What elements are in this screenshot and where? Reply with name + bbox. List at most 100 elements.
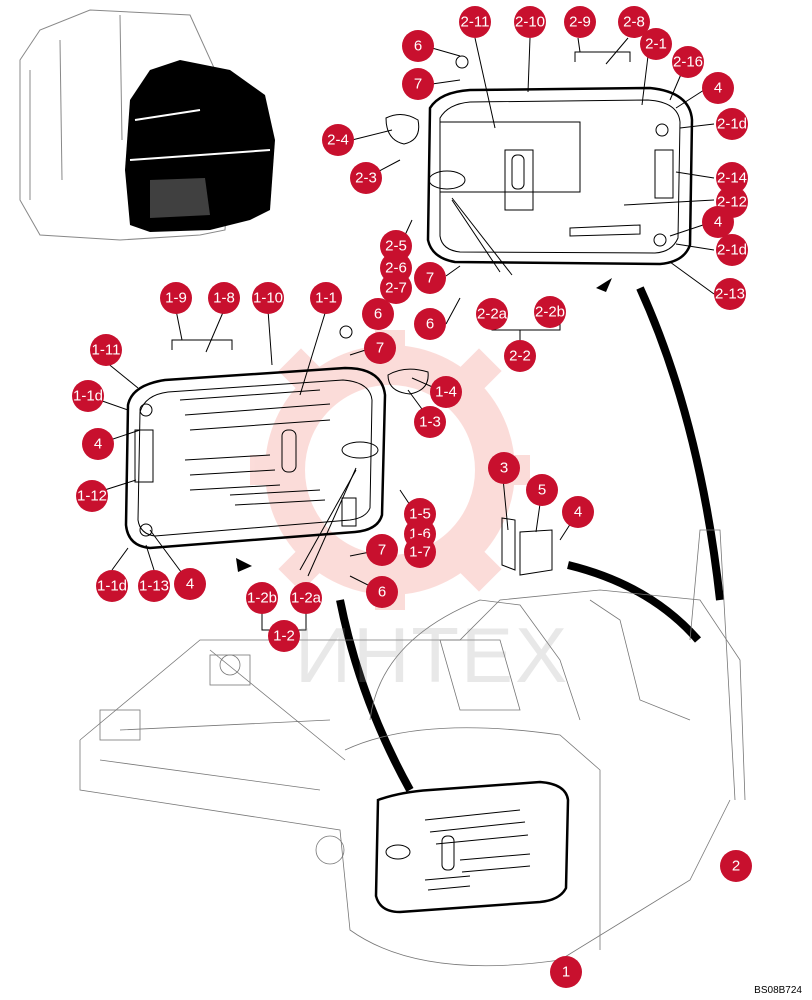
svg-text:1-10: 1-10 bbox=[253, 290, 283, 307]
svg-text:1-11: 1-11 bbox=[92, 342, 121, 359]
svg-text:1-1: 1-1 bbox=[315, 290, 337, 307]
callout-1-12: 1-12 bbox=[76, 480, 108, 512]
svg-text:2-6: 2-6 bbox=[385, 260, 407, 277]
callout-2-8: 2-8 bbox=[618, 6, 650, 38]
callout-2-14: 2-14 bbox=[716, 162, 748, 194]
svg-text:4: 4 bbox=[714, 80, 722, 97]
callout-1-7: 1-7 bbox=[404, 536, 436, 568]
svg-text:1-2a: 1-2a bbox=[291, 590, 322, 607]
svg-text:1-4: 1-4 bbox=[435, 384, 457, 401]
callout-4: 4 bbox=[174, 568, 206, 600]
svg-text:1-2b: 1-2b bbox=[247, 590, 277, 607]
callout-6: 6 bbox=[414, 308, 446, 340]
callout-1-9: 1-9 bbox=[160, 282, 192, 314]
callout-1-4: 1-4 bbox=[430, 376, 462, 408]
svg-text:2-1d: 2-1d bbox=[717, 242, 747, 259]
installed-panel-1 bbox=[374, 780, 570, 914]
svg-text:2-2: 2-2 bbox=[509, 348, 531, 365]
svg-text:7: 7 bbox=[414, 76, 422, 93]
callout-1: 1 bbox=[550, 956, 582, 988]
callout-2-4: 2-4 bbox=[322, 124, 354, 156]
svg-text:6: 6 bbox=[378, 584, 386, 601]
svg-text:2-11: 2-11 bbox=[461, 14, 490, 31]
callout-2-2b: 2-2b bbox=[534, 296, 566, 328]
svg-text:1-5: 1-5 bbox=[409, 506, 431, 523]
callout-2-16: 2-16 bbox=[672, 46, 704, 78]
callout-2-1d: 2-1d bbox=[716, 108, 748, 140]
svg-text:2-1d: 2-1d bbox=[717, 116, 747, 133]
svg-text:2-9: 2-9 bbox=[569, 14, 591, 31]
callout-6: 6 bbox=[366, 576, 398, 608]
svg-text:3: 3 bbox=[500, 460, 508, 477]
callout-2-1: 2-1 bbox=[640, 28, 672, 60]
callout-1-11: 1-11 bbox=[90, 334, 122, 366]
svg-text:2-4: 2-4 bbox=[327, 132, 349, 149]
panel-2-exploded bbox=[426, 86, 694, 266]
svg-text:1-12: 1-12 bbox=[77, 488, 107, 505]
callout-4: 4 bbox=[82, 428, 114, 460]
callout-1-1d: 1-1d bbox=[72, 380, 104, 412]
callout-2-2a: 2-2a bbox=[476, 298, 508, 330]
svg-text:2-14: 2-14 bbox=[717, 170, 747, 187]
svg-text:1: 1 bbox=[562, 964, 570, 981]
callout-2-10: 2-10 bbox=[514, 6, 546, 38]
callout-1-13: 1-13 bbox=[138, 570, 170, 602]
svg-text:2-7: 2-7 bbox=[385, 280, 407, 297]
callout-1-2a: 1-2a bbox=[290, 582, 322, 614]
svg-text:1-7: 1-7 bbox=[409, 544, 431, 561]
svg-text:2-16: 2-16 bbox=[673, 54, 703, 71]
svg-text:4: 4 bbox=[714, 214, 722, 231]
callout-2-7: 2-7 bbox=[380, 272, 412, 304]
svg-text:6: 6 bbox=[374, 306, 382, 323]
drawing-code: BS08B724 bbox=[754, 985, 802, 996]
callout-2-3: 2-3 bbox=[350, 162, 382, 194]
callout-1-1d: 1-1d bbox=[96, 570, 128, 602]
callout-2: 2 bbox=[720, 850, 752, 882]
callout-1-10: 1-10 bbox=[252, 282, 284, 314]
callout-1-3: 1-3 bbox=[414, 406, 446, 438]
svg-text:2-1: 2-1 bbox=[645, 36, 667, 53]
svg-text:1-9: 1-9 bbox=[165, 290, 187, 307]
direction-arrows bbox=[236, 278, 612, 572]
callout-7: 7 bbox=[366, 534, 398, 566]
leader-lines bbox=[87, 37, 715, 638]
machine-body bbox=[79, 286, 746, 967]
callout-6: 6 bbox=[362, 298, 394, 330]
svg-text:1-8: 1-8 bbox=[213, 290, 235, 307]
callout-5: 5 bbox=[526, 474, 558, 506]
watermark-text: ИНТЕХ bbox=[295, 611, 570, 699]
callout-1-2b: 1-2b bbox=[246, 582, 278, 614]
svg-text:4: 4 bbox=[186, 576, 194, 593]
svg-text:1-3: 1-3 bbox=[419, 414, 441, 431]
callout-4: 4 bbox=[702, 206, 734, 238]
small-hardware bbox=[171, 51, 631, 576]
machine-overview-inset bbox=[19, 9, 275, 241]
callout-2-11: 2-11 bbox=[459, 6, 491, 38]
callout-1-8: 1-8 bbox=[208, 282, 240, 314]
svg-text:2-12: 2-12 bbox=[717, 194, 747, 211]
callout-7: 7 bbox=[364, 332, 396, 364]
svg-text:2-10: 2-10 bbox=[515, 14, 545, 31]
svg-text:1-1d: 1-1d bbox=[97, 578, 127, 595]
svg-text:1-2: 1-2 bbox=[273, 628, 295, 645]
callout-7: 7 bbox=[414, 262, 446, 294]
svg-text:2-2b: 2-2b bbox=[535, 304, 565, 321]
svg-text:2-5: 2-5 bbox=[385, 238, 407, 255]
svg-text:6: 6 bbox=[426, 316, 434, 333]
callout-4: 4 bbox=[702, 72, 734, 104]
svg-text:2: 2 bbox=[732, 858, 740, 875]
svg-text:2-8: 2-8 bbox=[623, 14, 645, 31]
callout-2-2: 2-2 bbox=[504, 340, 536, 372]
callout-7: 7 bbox=[402, 68, 434, 100]
svg-text:2-3: 2-3 bbox=[355, 170, 377, 187]
svg-text:6: 6 bbox=[414, 38, 422, 55]
svg-text:2-13: 2-13 bbox=[715, 286, 745, 303]
svg-text:4: 4 bbox=[94, 436, 102, 453]
callout-4: 4 bbox=[562, 496, 594, 528]
svg-text:7: 7 bbox=[378, 542, 386, 559]
svg-text:4: 4 bbox=[574, 504, 582, 521]
callout-1-2: 1-2 bbox=[268, 620, 300, 652]
svg-text:1-1d: 1-1d bbox=[73, 388, 103, 405]
svg-text:7: 7 bbox=[426, 270, 434, 287]
